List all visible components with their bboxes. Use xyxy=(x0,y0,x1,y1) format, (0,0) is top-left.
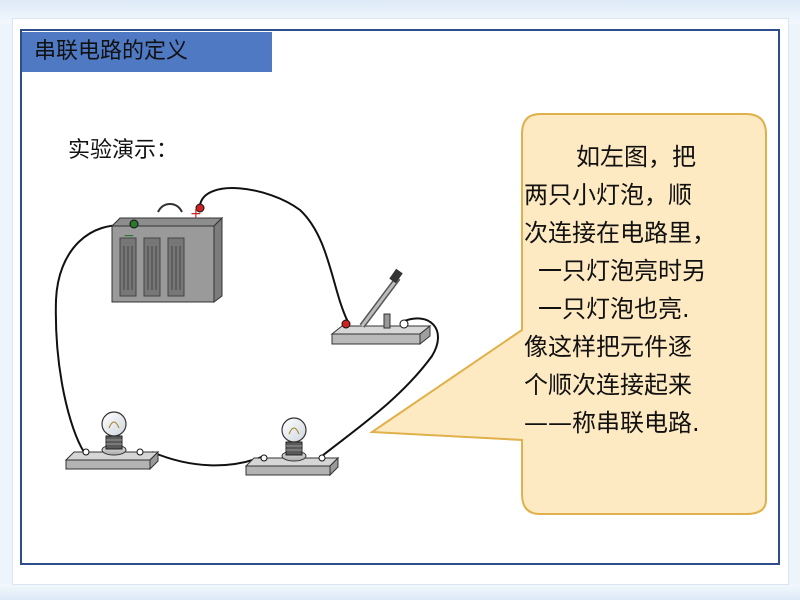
explanation-line: 个顺次连接起来 xyxy=(524,371,692,399)
explanation-line: 一只灯泡亮时另 xyxy=(538,257,706,285)
explanation-line: 一只灯泡也亮. xyxy=(538,295,690,323)
slide-title: 串联电路的定义 xyxy=(22,32,272,72)
battery-icon: − + xyxy=(110,202,224,303)
wire-switch-to-bulb-2 xyxy=(321,317,439,457)
demo-label: 实验演示： xyxy=(68,138,179,163)
battery-positive-symbol: + xyxy=(190,206,202,222)
wire-bulb-2-to-bulb-1 xyxy=(151,451,265,467)
explanation-line: ——称串联电路. xyxy=(524,409,700,437)
wire-bulb-1-to-battery xyxy=(54,224,131,453)
explanation-line: 如左图，把 xyxy=(576,143,696,171)
switch-icon xyxy=(330,268,432,346)
wire-battery-to-switch xyxy=(199,187,349,323)
background-band-bottom xyxy=(0,584,800,600)
explanation-text: 如左图，把 两只小灯泡，顺 次连接在电路里， 一只灯泡亮时另 一只灯泡也亮. 像… xyxy=(524,138,768,442)
bulb-icon xyxy=(244,417,340,477)
explanation-line: 次连接在电路里， xyxy=(524,219,716,247)
explanation-line: 像这样把元件逐 xyxy=(524,333,692,361)
battery-negative-symbol: − xyxy=(123,228,135,244)
wires xyxy=(54,187,439,467)
speech-bubble xyxy=(368,113,767,515)
title-frame xyxy=(20,29,780,565)
bulb-icon xyxy=(64,411,160,471)
explanation-line: 两只小灯泡，顺 xyxy=(524,181,692,209)
